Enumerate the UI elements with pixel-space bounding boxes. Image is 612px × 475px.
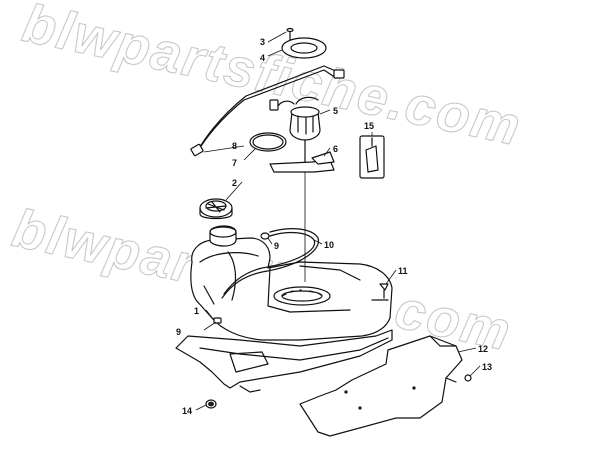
filler-neck [209,225,237,247]
grommet[interactable] [205,399,217,409]
fuel-pump-assembly[interactable] [269,96,321,163]
callout-3: 3 [260,37,265,47]
fuel-tank[interactable] [190,237,393,341]
callout-1: 1 [194,306,199,316]
callout-6: 6 [333,144,338,154]
ring-screw[interactable] [286,27,294,41]
vent-hose[interactable] [221,228,319,299]
fuel-cap[interactable] [199,198,233,220]
callout-11: 11 [398,266,408,276]
callout-14: 14 [182,406,192,416]
mount-screw[interactable] [379,283,389,299]
callout-2: 2 [232,178,237,188]
heat-shield[interactable] [299,335,463,437]
pump-gasket[interactable] [249,132,287,152]
callout-9-bottom: 9 [176,327,181,337]
callout-4: 4 [260,53,265,63]
callout-10: 10 [324,240,334,250]
callout-15: 15 [364,121,374,131]
pump-connector[interactable] [359,135,385,179]
shield-screw[interactable] [464,374,472,382]
callout-12: 12 [478,344,488,354]
callout-8: 8 [232,141,237,151]
callout-9-top: 9 [274,241,279,251]
fuel-level-sender[interactable] [269,151,335,173]
leader-lines [195,31,481,411]
fuel-line[interactable] [190,65,345,157]
retaining-ring[interactable] [281,37,327,59]
hose-clamp-top[interactable] [260,232,270,240]
callouts: 2 3 4 5 6 7 8 9 9 10 11 12 13 14 15 1 [176,37,492,416]
callout-7: 7 [232,158,237,168]
callout-13: 13 [482,362,492,372]
callout-5: 5 [333,106,338,116]
tank-lower-tray [175,329,393,393]
